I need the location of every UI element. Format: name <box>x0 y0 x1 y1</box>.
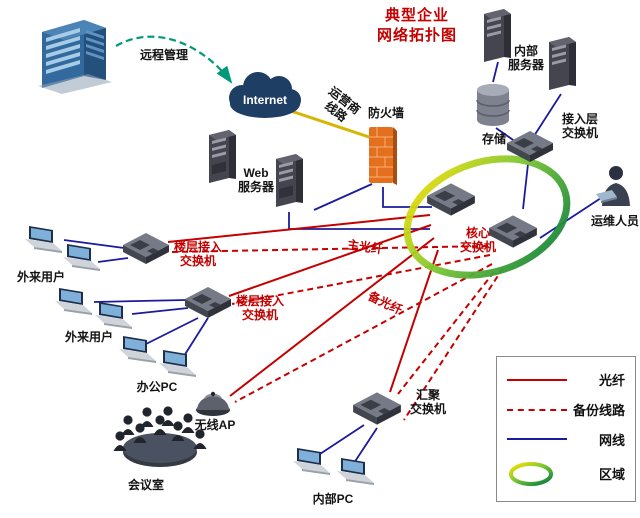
firewall-icon <box>368 124 398 186</box>
meeting-room-icon <box>110 404 210 476</box>
remote-mgmt-label: 远程管理 <box>139 48 188 62</box>
access-switch-label: 接入层 交换机 <box>561 112 598 141</box>
remote-building-icon <box>28 12 120 94</box>
floor-switch-icon-1 <box>120 228 172 268</box>
wireless-ap-icon <box>194 386 232 418</box>
laptop-icon <box>290 446 332 478</box>
aggregation-switch-label: 汇聚 交换机 <box>409 388 446 417</box>
access-switch-icon <box>504 126 556 166</box>
core-switch-icon-2 <box>486 208 540 254</box>
backup-fiber-lines <box>171 245 504 421</box>
carrier-line <box>287 108 379 142</box>
laptop-icon <box>22 224 64 256</box>
laptop-icon <box>156 348 198 380</box>
laptop-icon <box>52 286 94 318</box>
core-switch-label: 核心 交换机 <box>459 226 496 255</box>
ops-staff-icon <box>594 164 636 214</box>
remote-mgmt-arrow <box>115 35 233 84</box>
legend-box: 光纤 备份线路 网线 <box>496 356 636 502</box>
zone-ring-sample <box>509 461 553 486</box>
floor-switch-label-1: 楼层接入 交换机 <box>173 240 222 269</box>
web-server-label: Web 服务器 <box>237 166 274 195</box>
wireless-ap-label: 无线AP <box>194 418 236 432</box>
legend-item-fiber: 光纤 <box>507 370 625 389</box>
diagram-title: 典型企业 网络拓扑图 <box>376 7 457 44</box>
core-switch-icon-1 <box>424 176 478 222</box>
floor-switch-label-2: 楼层接入 交换机 <box>235 294 284 323</box>
office-pc-label: 办公PC <box>136 380 178 394</box>
web-server-icon-1 <box>203 126 241 186</box>
ops-staff-label: 运维人员 <box>590 214 639 228</box>
external-users-label-1: 外来用户 <box>16 270 65 284</box>
firewall-label: 防火墙 <box>367 106 404 120</box>
legend-item-zone: 区域 <box>507 460 625 488</box>
fiber-lines <box>167 214 439 397</box>
legend-label-backup: 备份线路 <box>572 403 625 419</box>
storage-label: 存储 <box>481 132 506 146</box>
laptop-icon <box>92 300 134 332</box>
internal-server-label: 内部 服务器 <box>507 44 544 73</box>
legend-label-fiber: 光纤 <box>598 373 625 389</box>
laptop-icon <box>116 334 158 366</box>
fiber-line-sample <box>507 378 567 381</box>
legend-item-cable: 网线 <box>507 430 625 449</box>
storage-icon <box>472 80 514 132</box>
external-users-label-2: 外来用户 <box>64 330 113 344</box>
core-zone-ring <box>403 155 571 279</box>
internal-server-icon-1 <box>478 6 516 64</box>
backup-line-sample <box>507 408 567 411</box>
internal-server-icon-2 <box>543 34 581 92</box>
aggregation-switch-icon <box>350 386 404 430</box>
internet-cloud-icon: Internet <box>224 72 306 120</box>
legend-label-zone: 区域 <box>598 467 625 483</box>
laptop-icon <box>60 242 102 274</box>
legend-item-backup: 备份线路 <box>507 400 625 419</box>
floor-switch-icon-2 <box>182 282 234 322</box>
internet-label: Internet <box>242 93 287 107</box>
web-server-icon-2 <box>270 150 308 210</box>
internal-pc-label: 内部PC <box>312 492 354 506</box>
meeting-room-label: 会议室 <box>127 478 164 492</box>
laptop-icon <box>334 456 376 488</box>
legend-label-cable: 网线 <box>598 432 625 448</box>
cable-line-sample <box>507 438 567 441</box>
